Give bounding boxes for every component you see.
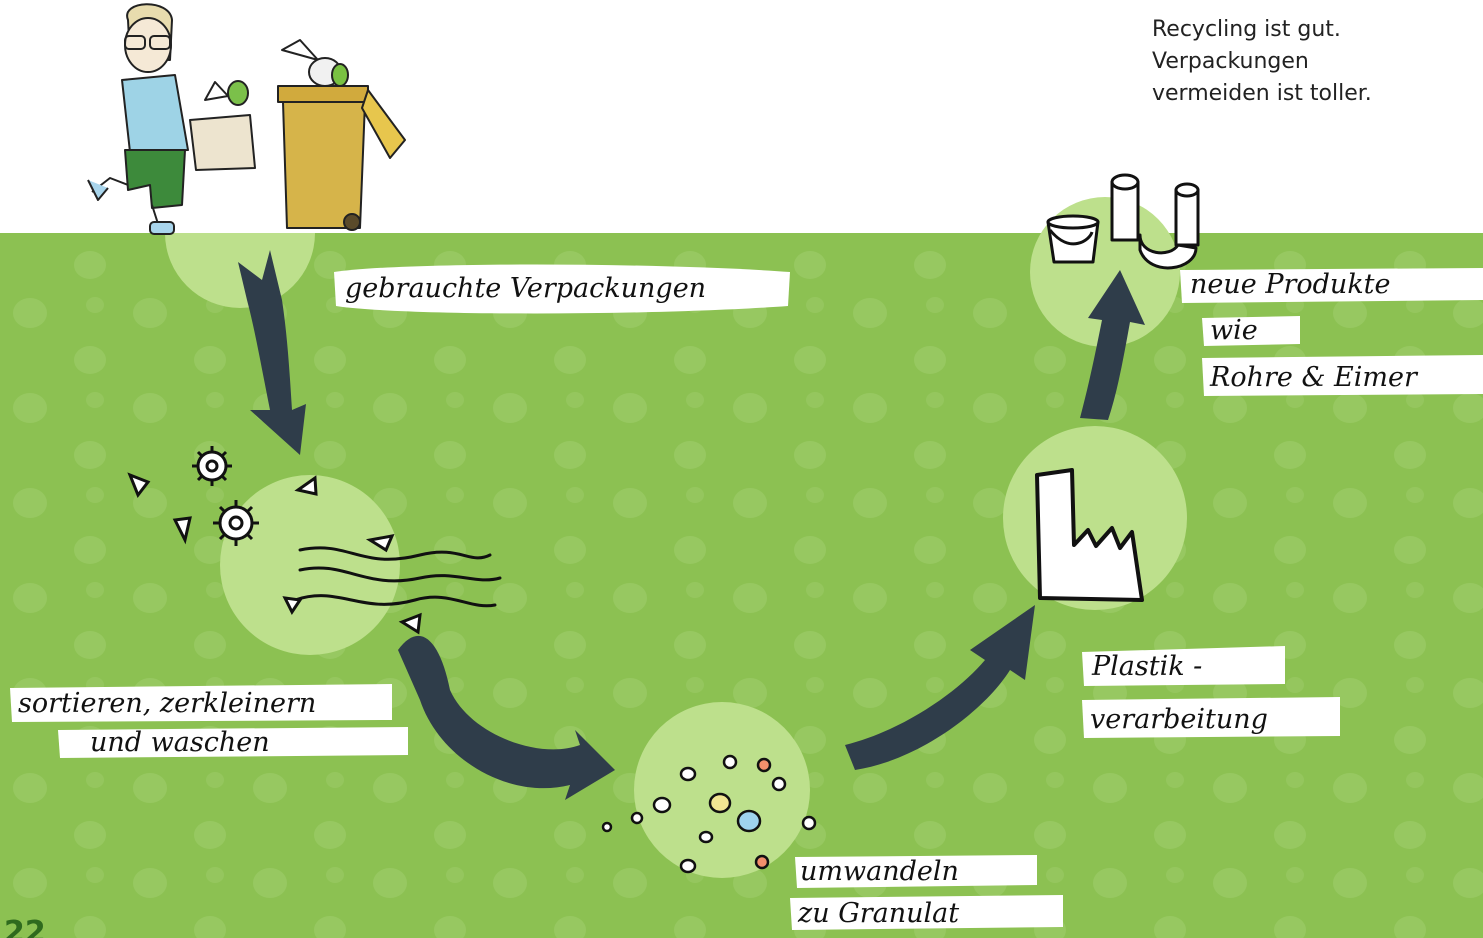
arrow-down: [238, 250, 306, 455]
process-arrows: [238, 250, 1145, 800]
sorting-circle: [220, 475, 400, 655]
label-used-packaging: gebrauchte Verpackungen: [345, 273, 706, 304]
label-sort-line2: und waschen: [90, 727, 270, 758]
factory-icon: [1035, 468, 1144, 602]
granulate-pellets-icon: [601, 754, 817, 874]
arrow-to-products: [1080, 270, 1145, 420]
girl-figure: [87, 3, 256, 235]
label-processing-line1: Plastik -: [1091, 651, 1202, 682]
label-strips: [10, 264, 1483, 930]
label-granulate-line2: zu Granulat: [797, 898, 959, 929]
label-products-line3: Rohre & Eimer: [1209, 362, 1419, 393]
granulate-circle: [634, 702, 810, 878]
arrow-to-granulate: [398, 635, 615, 800]
label-products-line2: wie: [1210, 315, 1258, 346]
intro-text: Recycling ist gut. Verpackungen vermeide…: [1152, 17, 1372, 106]
recycling-bin-icon: [277, 39, 406, 231]
label-sort-line1: sortieren, zerkleinern: [18, 688, 316, 719]
label-processing-line2: verarbeitung: [1090, 704, 1268, 735]
pipes-icon: [1110, 180, 1140, 242]
page-number: 22: [4, 915, 46, 938]
label-granulate-line1: umwandeln: [800, 856, 959, 887]
shredded-plastic-icon: [282, 534, 502, 635]
products-icon: [1046, 173, 1200, 270]
arrow-to-factory: [845, 605, 1035, 770]
gears-icon: [127, 446, 318, 546]
label-products-line1: neue Produkte: [1190, 269, 1391, 300]
